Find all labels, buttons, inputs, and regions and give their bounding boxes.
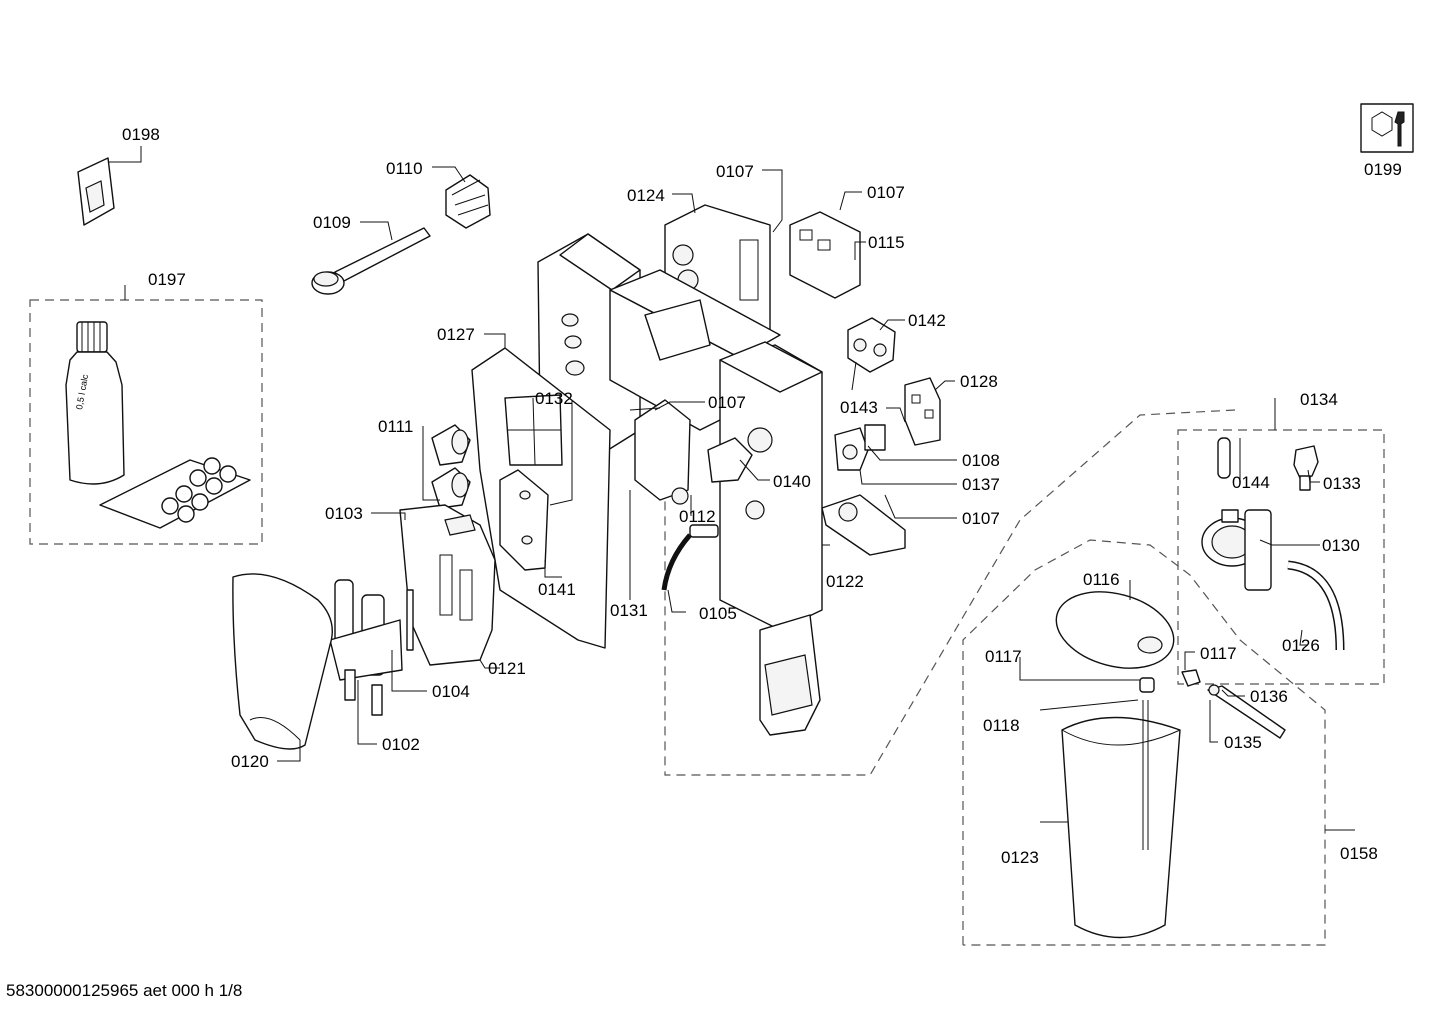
label-0197: 0197 <box>148 270 186 289</box>
tank-connector-0117 <box>1139 669 1201 693</box>
label-0112: 0112 <box>679 507 716 526</box>
label-0103: 0103 <box>325 504 363 523</box>
label-0109: 0109 <box>313 213 351 232</box>
label-0110: 0110 <box>386 159 423 178</box>
tool-icon-0199 <box>1360 103 1414 153</box>
pressure-switch-0108 <box>834 424 886 471</box>
inner-frame-0121 <box>399 504 496 666</box>
label-0121: 0121 <box>488 659 526 678</box>
group-box-0158 <box>962 539 1326 946</box>
label-0116: 0116 <box>1083 570 1120 589</box>
label-0132: 0132 <box>535 389 573 408</box>
label-0136: 0136 <box>1250 687 1288 706</box>
label-0122: 0122 <box>826 572 864 591</box>
label-0134: 0134 <box>1300 390 1338 409</box>
label-0102: 0102 <box>382 735 420 754</box>
filter-0144 <box>1217 437 1231 479</box>
spout-cover-0120 <box>232 573 333 750</box>
label-0137: 0137 <box>962 475 1000 494</box>
group-box-0197 <box>29 299 263 545</box>
label-0126: 0126 <box>1282 636 1320 655</box>
label-0124: 0124 <box>627 186 665 205</box>
label-0143: 0143 <box>840 398 878 417</box>
label-0107-bracket: 0107 <box>962 509 1000 528</box>
group-box-0134 <box>1177 429 1385 685</box>
descaling-bottle: 0,5 l calc <box>65 321 125 485</box>
spout-0102 <box>329 579 414 716</box>
label-0199: 0199 <box>1364 160 1402 179</box>
label-0131: 0131 <box>610 601 648 620</box>
label-0123: 0123 <box>1001 848 1039 867</box>
central-body <box>609 269 823 631</box>
water-tank-0123 <box>1061 700 1181 939</box>
plate-0128 <box>904 377 941 446</box>
label-0141: 0141 <box>538 580 576 599</box>
hose-0105 <box>661 524 719 591</box>
label-0118: 0118 <box>983 716 1020 735</box>
label-0198: 0198 <box>122 125 160 144</box>
valve-assembly-0140 <box>629 399 753 505</box>
valve-body-0130 <box>1201 509 1272 591</box>
label-0115: 0115 <box>868 233 905 252</box>
label-0111: 0111 <box>378 417 413 436</box>
switch-0142 <box>847 317 896 391</box>
label-0117-left: 0117 <box>985 647 1022 666</box>
label-0140: 0140 <box>773 472 811 491</box>
label-0158: 0158 <box>1340 844 1378 863</box>
label-0108: 0108 <box>962 451 1000 470</box>
label-0142: 0142 <box>908 311 946 330</box>
group-outline-main <box>664 409 1236 776</box>
label-0107-top: 0107 <box>716 162 754 181</box>
label-0117-right: 0117 <box>1200 644 1237 663</box>
valve-0133 <box>1293 445 1319 491</box>
lower-tube-assembly <box>759 614 821 736</box>
label-0107-board: 0107 <box>867 183 905 202</box>
bracket-0122 <box>821 494 906 556</box>
knobs-0111 <box>431 424 471 509</box>
label-0105: 0105 <box>699 604 737 623</box>
label-0128: 0128 <box>960 372 998 391</box>
circuit-board-0115 <box>789 211 861 299</box>
part-labels: 0198 0199 0197 0110 0109 0124 0107 0107 … <box>122 125 1402 867</box>
measuring-spoon-0109 <box>311 227 431 295</box>
label-0144: 0144 <box>1232 473 1270 492</box>
descaling-tablets <box>99 457 251 529</box>
label-0120: 0120 <box>231 752 269 771</box>
hose-0126 <box>1287 560 1345 651</box>
tank-lid-0116 <box>1055 591 1175 669</box>
tablet-packet-0198 <box>77 157 115 226</box>
label-0130: 0130 <box>1322 536 1360 555</box>
valve-pin-0135 <box>1207 684 1286 739</box>
document-footer-code: 58300000125965 aet 000 h 1/8 <box>6 981 243 1000</box>
label-0133: 0133 <box>1323 474 1361 493</box>
label-0104: 0104 <box>432 682 470 701</box>
brush-0110 <box>445 174 491 229</box>
label-0135: 0135 <box>1224 733 1262 752</box>
label-0127: 0127 <box>437 325 475 344</box>
leader-lines <box>108 146 1355 831</box>
label-0107-mid: 0107 <box>708 393 746 412</box>
